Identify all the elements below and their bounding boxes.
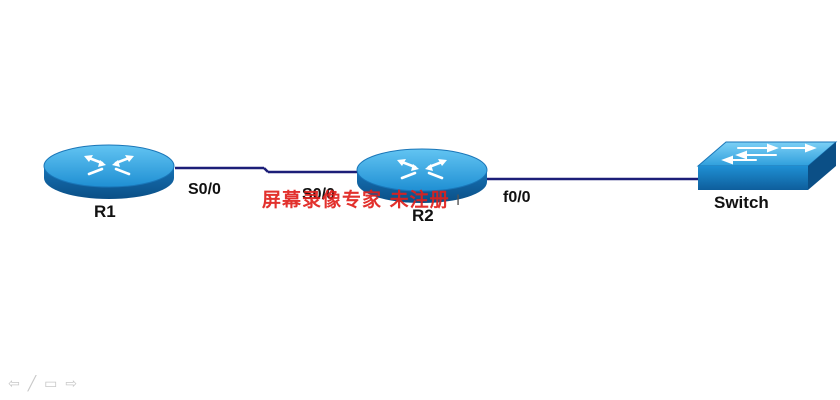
previous-slide-icon[interactable]: ⇦ [8,376,20,392]
slide-menu-icon[interactable]: ▭ [44,376,58,392]
router-r2-icon[interactable] [356,148,488,203]
pen-tool-icon[interactable]: ╱ [27,376,37,392]
link-r1-r2 [175,166,362,174]
recorder-watermark: 屏幕录像专家 未注册 [262,189,450,211]
slide-controls: ⇦ ╱ ▭ ⇨ [8,376,77,392]
router-r1-icon[interactable] [43,144,175,199]
next-slide-icon[interactable]: ⇨ [65,376,78,392]
switch-label: Switch [714,193,769,212]
router-r1-label: R1 [94,202,116,221]
r2-interface-f0-0-label: f0/0 [503,189,531,206]
router-r2-label: R2 [412,206,434,225]
switch-icon[interactable] [696,141,838,190]
r2-interface-s0-0-label: S0/0 [302,186,335,203]
r1-interface-s0-0-label: S0/0 [188,181,221,198]
text-cursor-icon: I [456,193,461,209]
